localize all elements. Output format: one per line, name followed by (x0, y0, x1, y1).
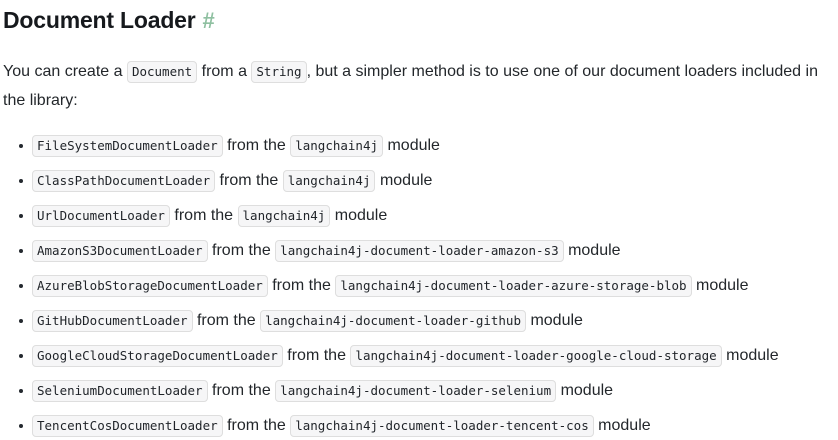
page-title: Document Loader# (0, 0, 838, 35)
module-artifact-name: langchain4j (290, 135, 384, 157)
list-item: AzureBlobStorageDocumentLoader from the … (0, 271, 838, 300)
loader-class-name: SeleniumDocumentLoader (32, 380, 208, 402)
inline-code-string: String (251, 61, 307, 83)
module-label: module (696, 277, 749, 294)
loader-class-name: AzureBlobStorageDocumentLoader (32, 275, 268, 297)
from-the-label: from the (272, 277, 331, 294)
intro-text-part3: , but a simpler method is to use one of … (3, 63, 818, 109)
page-title-text: Document Loader (3, 7, 196, 33)
loader-class-name: FileSystemDocumentLoader (32, 135, 223, 157)
module-artifact-name: langchain4j (282, 170, 376, 192)
list-item: FileSystemDocumentLoader from the langch… (0, 131, 838, 160)
module-label: module (334, 207, 388, 224)
loader-class-name: UrlDocumentLoader (32, 205, 170, 227)
document-loader-list: FileSystemDocumentLoader from the langch… (0, 115, 838, 440)
module-artifact-name: langchain4j-document-loader-selenium (275, 380, 557, 402)
from-the-label: from the (196, 312, 256, 329)
module-label: module (568, 242, 621, 259)
from-the-label: from the (212, 382, 271, 399)
list-item: AmazonS3DocumentLoader from the langchai… (0, 236, 838, 265)
list-item: ClassPathDocumentLoader from the langcha… (0, 166, 838, 195)
module-label: module (379, 172, 433, 189)
intro-paragraph: You can create a Document from a String,… (0, 35, 838, 115)
loader-class-name: GoogleCloudStorageDocumentLoader (32, 345, 283, 367)
from-the-label: from the (174, 207, 234, 224)
list-item: GitHubDocumentLoader from the langchain4… (0, 306, 838, 335)
module-artifact-name: langchain4j-document-loader-azure-storag… (335, 275, 692, 297)
module-label: module (560, 382, 614, 399)
module-label: module (530, 312, 583, 329)
module-artifact-name: langchain4j-document-loader-amazon-s3 (275, 240, 564, 262)
module-artifact-name: langchain4j-document-loader-github (260, 310, 526, 332)
intro-text-part2: from a (197, 63, 252, 80)
heading-anchor-link[interactable]: # (202, 8, 215, 33)
loader-class-name: TencentCosDocumentLoader (32, 415, 223, 437)
loader-class-name: ClassPathDocumentLoader (32, 170, 216, 192)
module-artifact-name: langchain4j-document-loader-google-cloud… (350, 345, 722, 367)
list-item: UrlDocumentLoader from the langchain4j m… (0, 201, 838, 230)
module-label: module (726, 347, 779, 364)
list-item: TencentCosDocumentLoader from the langch… (0, 411, 838, 440)
from-the-label: from the (227, 417, 286, 434)
loader-class-name: AmazonS3DocumentLoader (32, 240, 208, 262)
intro-text-part1: You can create a (3, 63, 127, 80)
loader-class-name: GitHubDocumentLoader (32, 310, 193, 332)
list-item: SeleniumDocumentLoader from the langchai… (0, 376, 838, 405)
from-the-label: from the (227, 137, 286, 154)
from-the-label: from the (287, 347, 346, 364)
from-the-label: from the (219, 172, 279, 189)
module-label: module (387, 137, 440, 154)
module-label: module (598, 417, 651, 434)
module-artifact-name: langchain4j (237, 205, 331, 227)
from-the-label: from the (212, 242, 271, 259)
inline-code-document: Document (126, 61, 198, 83)
module-artifact-name: langchain4j-document-loader-tencent-cos (290, 415, 594, 437)
list-item: GoogleCloudStorageDocumentLoader from th… (0, 341, 838, 370)
